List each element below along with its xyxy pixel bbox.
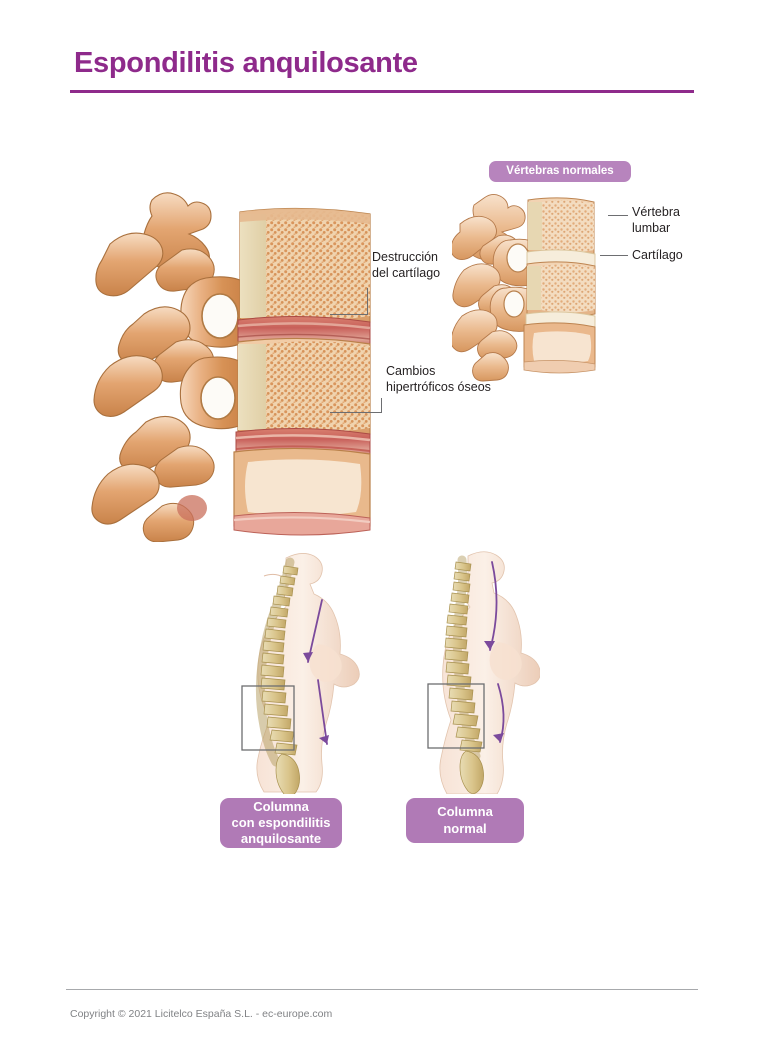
- caption-spine-normal: Columna normal: [406, 798, 524, 843]
- caption-spine-affected: Columna con espondilitis anquilosante: [220, 798, 342, 848]
- diseased-vertebrae-illustration: [88, 186, 388, 542]
- posture-arrows: [303, 599, 329, 745]
- leader-vertebra-lumbar: [608, 215, 628, 216]
- leader-cambios-horizontal: [330, 412, 382, 413]
- vertebral-column-normal: [444, 555, 484, 794]
- normal-vertebral-body-top: [527, 197, 595, 258]
- title-divider: [70, 90, 694, 93]
- normal-vertebral-body-middle: [526, 261, 596, 318]
- leader-destruccion-horizontal: [330, 314, 368, 315]
- vertebra-process-top: [95, 192, 215, 297]
- annotation-vertebra-lumbar: Vértebra lumbar: [632, 205, 680, 235]
- footer-divider: [66, 989, 698, 990]
- page-title: Espondilitis anquilosante: [74, 47, 418, 79]
- lumbar-highlight-box: [241, 685, 295, 751]
- vertebral-body-top: [239, 207, 371, 328]
- leader-cartilago: [600, 255, 628, 256]
- annotation-cartilago: Cartílago: [632, 248, 683, 262]
- vertebral-body-bottom: [233, 447, 371, 536]
- lumbar-highlight-box: [427, 683, 485, 749]
- normal-vertebral-body-bottom: [523, 322, 596, 374]
- posture-arrows: [484, 561, 505, 743]
- spine-figure-normal: [404, 548, 540, 794]
- vertebral-column-kyphotic: [255, 557, 300, 794]
- vertebra-process-bottom: [91, 415, 215, 542]
- leader-destruccion-vertical: [367, 288, 368, 315]
- spine-figure-affected: [226, 548, 362, 794]
- annotation-destruccion-cartilago: Destrucción del cartílago: [372, 250, 441, 280]
- annotation-cambios-hipertroficos: Cambios hipertróficos óseos: [386, 364, 491, 394]
- footer-copyright: Copyright © 2021 Licitelco España S.L. -…: [70, 1008, 333, 1020]
- leader-cambios-vertical: [381, 398, 382, 413]
- badge-vertebras-normales: Vértebras normales: [489, 161, 631, 182]
- normal-vertebrae-illustration: [452, 192, 604, 382]
- vertebral-body-middle: [237, 337, 371, 440]
